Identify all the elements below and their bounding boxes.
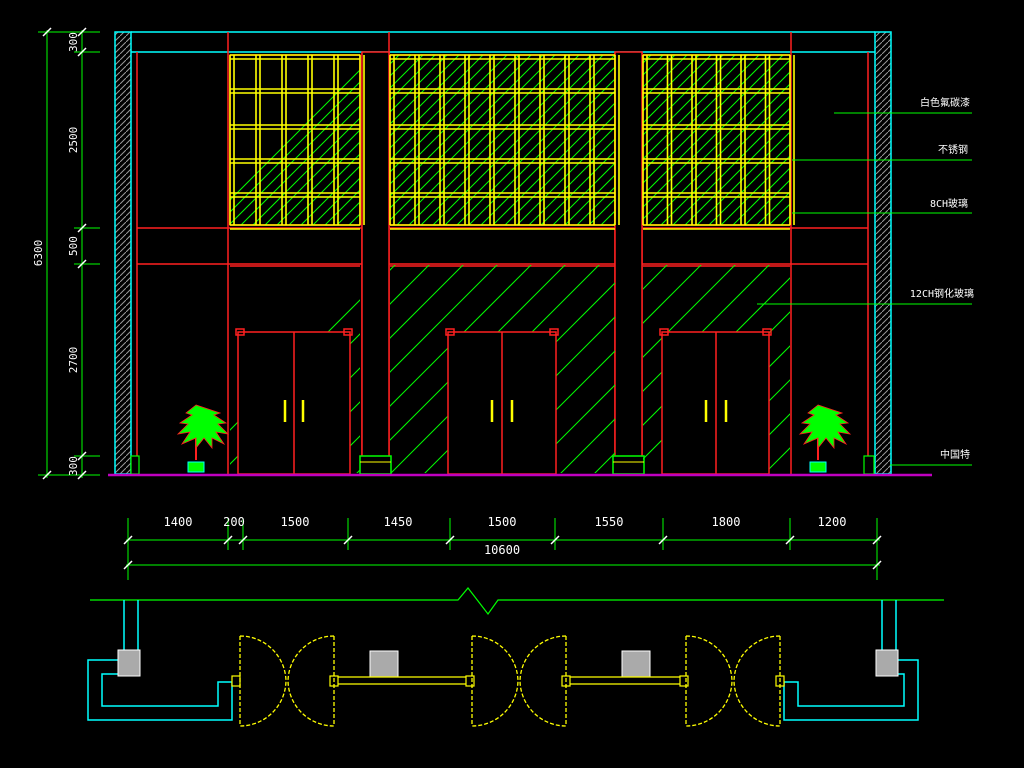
dim-h-1: 1400 xyxy=(164,515,193,529)
vertical-dimension-chain xyxy=(38,27,100,480)
elevation-view: 白色氟碳漆 不锈钢 8CH玻璃 12CH钢化玻璃 中国特 6300 xyxy=(32,27,974,580)
dim-h-6: 1550 xyxy=(595,515,624,529)
upper-glazing-panel-2 xyxy=(389,54,620,230)
entrance-door-1 xyxy=(235,328,353,475)
dim-h-7: 1800 xyxy=(712,515,741,529)
note-stainless-steel: 不锈钢 xyxy=(938,143,968,156)
plan-right-wall xyxy=(783,600,919,721)
dim-total-width: 10600 xyxy=(484,543,520,557)
dim-h-5: 1500 xyxy=(488,515,517,529)
plan-column-1 xyxy=(369,650,399,678)
column-1 xyxy=(359,51,392,475)
plan-view xyxy=(87,587,944,727)
horizontal-dimension-texts: 1400 200 1500 1450 1500 1550 1800 1200 1… xyxy=(164,515,847,557)
entrance-door-2 xyxy=(445,328,559,475)
plan-door-swing-3 xyxy=(685,635,781,727)
column-2 xyxy=(612,51,645,475)
potted-plant-left-icon xyxy=(176,404,230,473)
plan-column-2 xyxy=(621,650,651,678)
note-12ch-tempered-glass: 12CH钢化玻璃 xyxy=(910,287,974,300)
horizontal-dimension-chain xyxy=(123,518,882,580)
potted-plant-right-icon xyxy=(798,404,852,473)
plan-door-swing-2 xyxy=(471,635,567,727)
upper-glazing-panel-1 xyxy=(229,54,365,230)
section-break-line xyxy=(90,587,944,616)
top-beam xyxy=(130,31,875,53)
dim-v-4: 2700 xyxy=(67,347,80,374)
material-notes: 白色氟碳漆 不锈钢 8CH玻璃 12CH钢化玻璃 中国特 xyxy=(910,96,974,461)
dim-v-1: 300 xyxy=(67,32,80,52)
note-china-special: 中国特 xyxy=(940,448,970,461)
dim-h-8: 1200 xyxy=(818,515,847,529)
dim-total-height: 6300 xyxy=(32,240,45,267)
plan-glazing xyxy=(231,675,785,687)
column-base-right xyxy=(863,455,875,475)
dim-h-2: 200 xyxy=(223,515,245,529)
plan-door-swing-1 xyxy=(239,635,335,727)
note-white-fluorocarbon-paint: 白色氟碳漆 xyxy=(920,96,970,109)
column-base-left xyxy=(130,455,140,475)
upper-glazing-panel-3 xyxy=(642,54,795,230)
note-8ch-glass: 8CH玻璃 xyxy=(930,197,968,210)
leader-lines xyxy=(757,112,972,466)
dim-h-4: 1450 xyxy=(384,515,413,529)
dim-v-2: 2500 xyxy=(67,127,80,154)
entrance-door-3 xyxy=(659,328,772,475)
left-wall xyxy=(114,31,132,475)
vertical-dimension-texts: 6300 300 2500 500 2700 300 xyxy=(32,32,80,476)
dim-v-3: 500 xyxy=(67,236,80,256)
dim-v-5: 300 xyxy=(67,456,80,476)
plan-left-wall xyxy=(87,600,233,721)
right-wall xyxy=(874,31,892,475)
dim-h-3: 1500 xyxy=(281,515,310,529)
